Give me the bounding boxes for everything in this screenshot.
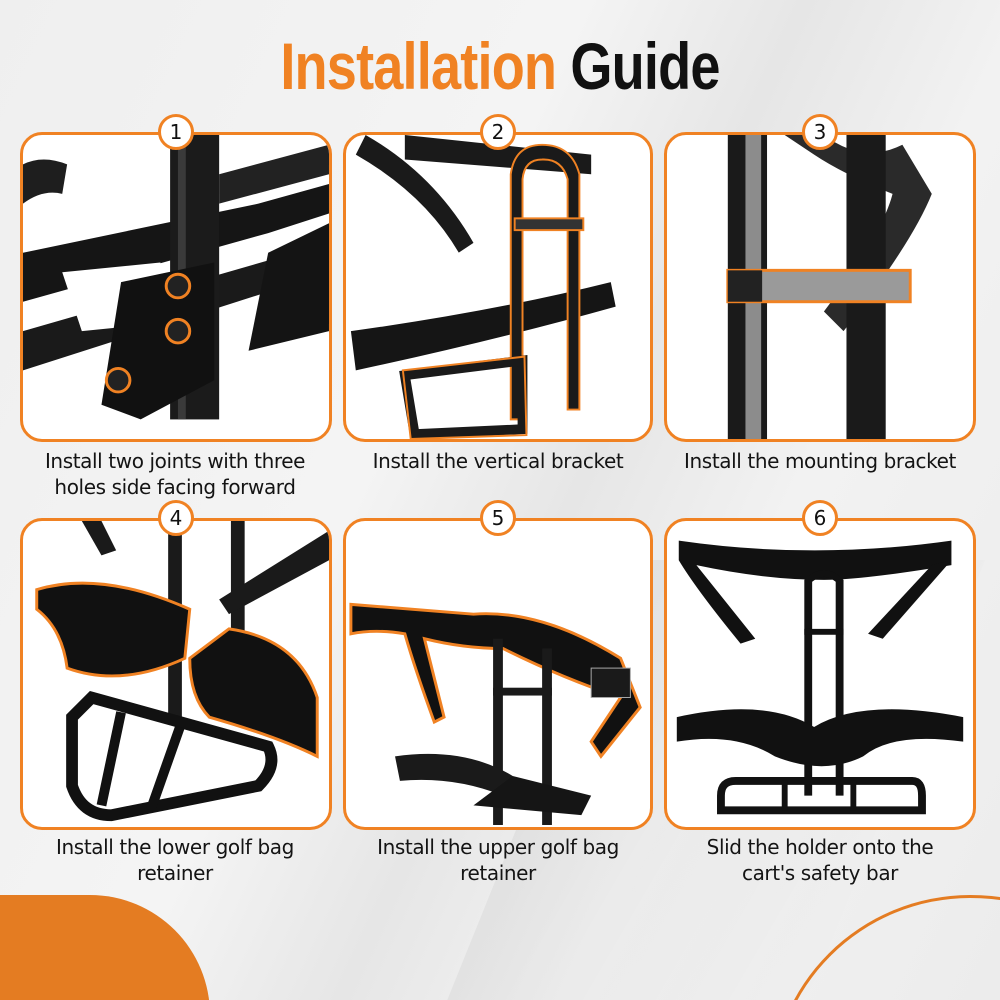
title-dark: Guide — [570, 29, 720, 103]
step-2-caption-line1: Install the vertical bracket — [372, 449, 624, 473]
step-3-caption: Install the mounting bracket — [664, 448, 976, 474]
step-4-image-panel — [20, 518, 332, 830]
finished-holder-illustration — [676, 540, 964, 815]
step-4-caption: Install the lower golf bag retainer — [10, 834, 340, 886]
joint-bolts-illustration — [23, 135, 329, 420]
step-5-caption: Install the upper golf bag retainer — [343, 834, 653, 886]
step-4-badge: 4 — [158, 500, 194, 536]
step-5-caption-line1: Install the upper golf bag — [377, 835, 619, 859]
decorative-orange-blob — [0, 895, 210, 1000]
step-4-caption-line1: Install the lower golf bag — [56, 835, 294, 859]
step-1-image-panel — [20, 132, 332, 442]
step-5-image-panel — [343, 518, 653, 830]
step-1-caption-line1: Install two joints with three — [44, 449, 306, 473]
lower-retainer-illustration — [35, 521, 329, 822]
step-2-badge: 2 — [480, 114, 516, 150]
step-6-image-panel — [664, 518, 976, 830]
step-5-caption-line2: retainer — [460, 861, 536, 885]
mounting-bracket-illustration — [726, 135, 932, 439]
step-4-caption-line2: retainer — [137, 861, 213, 885]
step-6-caption: Slid the holder onto the cart's safety b… — [664, 834, 976, 886]
step-6-caption-line1: Slid the holder onto the — [706, 835, 934, 859]
step-1-badge: 1 — [158, 114, 194, 150]
step-1-caption: Install two joints with three holes side… — [10, 448, 340, 500]
upper-retainer-illustration — [349, 602, 642, 825]
step-3-caption-line1: Install the mounting bracket — [684, 449, 956, 473]
step-2-caption: Install the vertical bracket — [343, 448, 653, 474]
step-5-badge: 5 — [480, 500, 516, 536]
vertical-bracket-illustration — [350, 135, 616, 439]
title-accent: Installation — [280, 29, 557, 103]
step-6-caption-line2: cart's safety bar — [741, 861, 899, 885]
step-1-caption-line2: holes side facing forward — [54, 475, 296, 499]
step-3-image-panel — [664, 132, 976, 442]
step-3-badge: 3 — [802, 114, 838, 150]
step-2-image-panel — [343, 132, 653, 442]
page-title: Installation Guide — [90, 26, 910, 106]
step-6-badge: 6 — [802, 500, 838, 536]
